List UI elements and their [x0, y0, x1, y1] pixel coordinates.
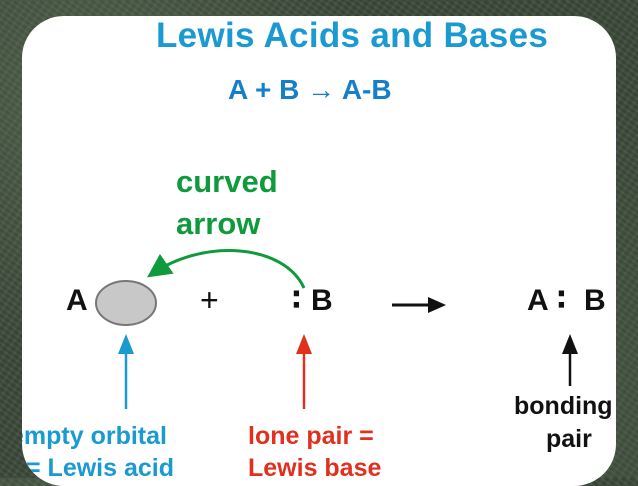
acid-symbol: A [66, 284, 88, 317]
acid-label-line2: = Lewis acid [26, 454, 174, 482]
bonding-pair-dots: ∶ [557, 284, 566, 317]
base-pointer-arrow [296, 334, 312, 409]
slide: Lewis Acids and Bases A + B → A-B curved… [22, 16, 616, 486]
product-acid-symbol: A [527, 284, 549, 317]
curved-arrow-label-line2: arrow [176, 206, 261, 241]
curved-arrow-label-line1: curved [176, 164, 278, 199]
base-label-line1: lone pair = [248, 422, 374, 450]
reaction-arrow [392, 297, 446, 313]
diagram-graphics [95, 249, 578, 409]
acid-label-line1: empty orbital [22, 422, 167, 450]
acid-pointer-arrow [118, 334, 134, 409]
bond-label-line2: pair [546, 425, 592, 453]
curved-arrow [147, 249, 306, 289]
empty-orbital-shape [95, 280, 157, 326]
product-base-symbol: B [584, 284, 606, 317]
base-symbol: B [311, 284, 333, 317]
lone-pair-dots: ∶ [292, 284, 301, 317]
reaction-equation: A + B → A-B [228, 74, 392, 105]
base-label-line2: Lewis base [248, 454, 382, 482]
slide-title: Lewis Acids and Bases [156, 16, 549, 55]
bond-pointer-arrow [562, 334, 578, 386]
plus-sign: + [200, 282, 219, 318]
bond-label-line1: bonding [514, 392, 613, 420]
